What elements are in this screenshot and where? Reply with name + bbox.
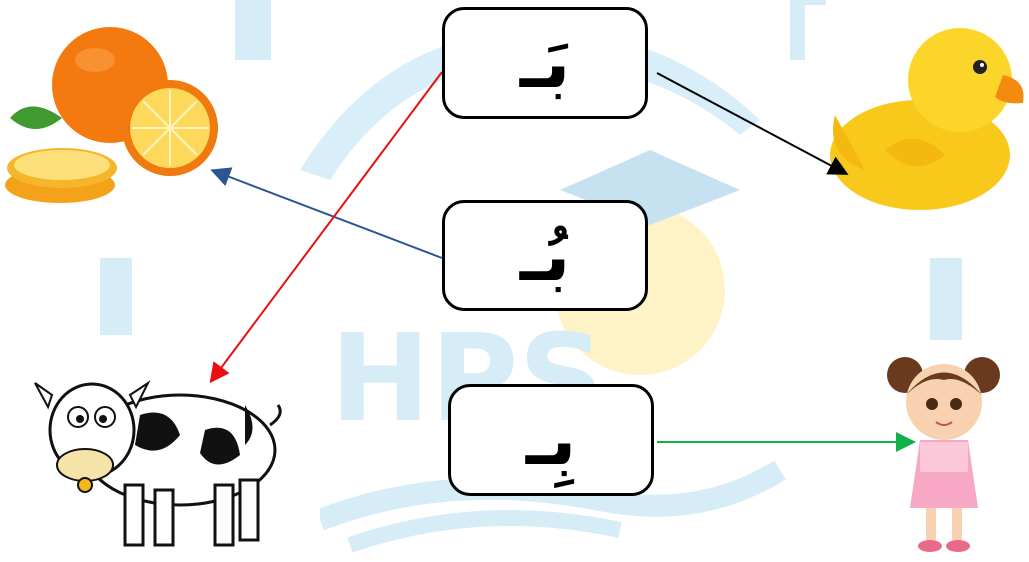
duck-image xyxy=(830,28,1024,210)
girl-image xyxy=(887,357,1000,552)
arrow-fatha-to-cow xyxy=(209,71,443,384)
letter-card-ba-damma[interactable]: بُـ xyxy=(442,200,648,311)
letter-ba-fatha: بَـ xyxy=(519,22,571,104)
arrow-damma-to-orange xyxy=(210,167,443,259)
letter-card-ba-kasra[interactable]: بِـ xyxy=(448,384,654,496)
letter-card-ba-fatha[interactable]: بَـ xyxy=(442,7,648,119)
cow-image xyxy=(34,380,282,547)
arrow-fatha-to-duck xyxy=(656,72,849,175)
letter-ba-kasra: بِـ xyxy=(525,399,577,481)
orange-image xyxy=(5,27,218,203)
letter-ba-damma: بُـ xyxy=(519,214,571,297)
